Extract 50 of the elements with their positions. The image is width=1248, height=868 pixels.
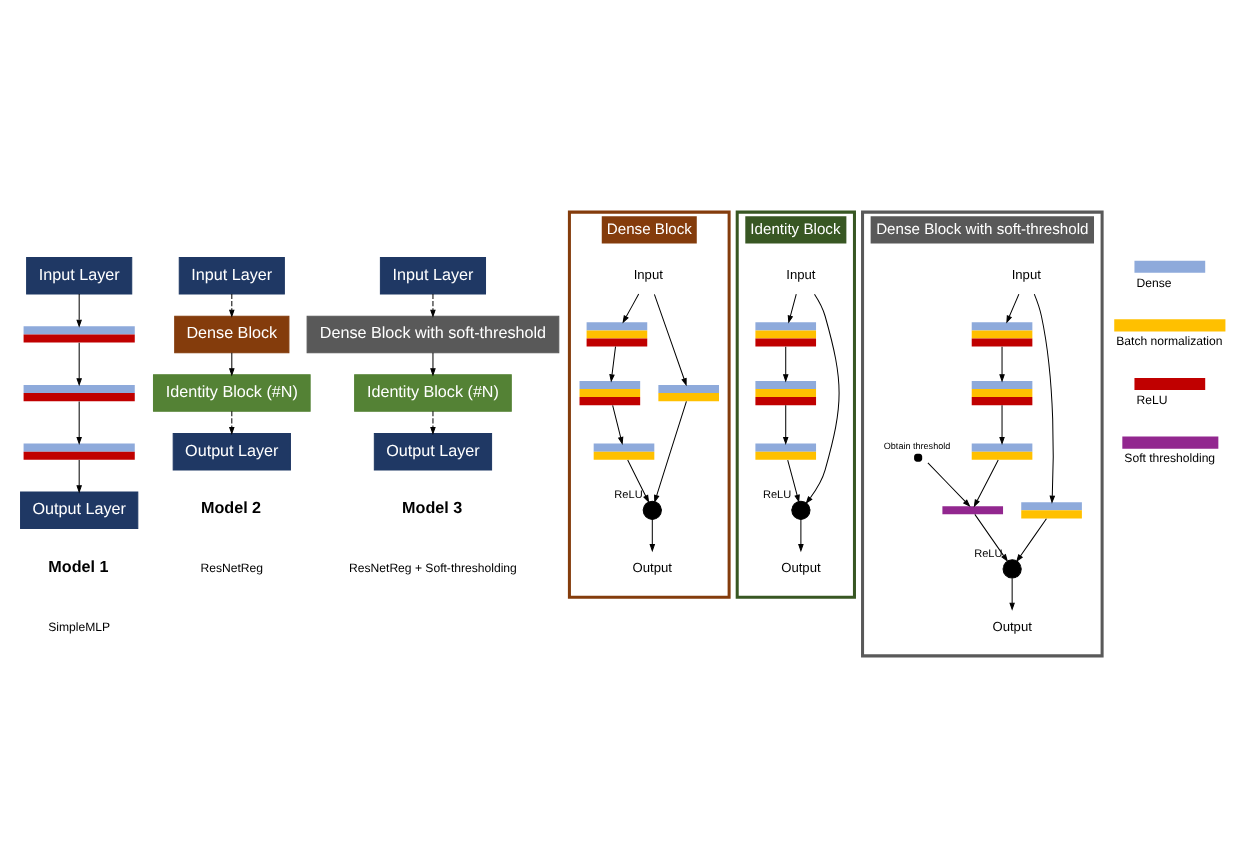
arrow: [430, 352, 436, 377]
node-box: Identity Block (#N): [152, 374, 311, 412]
node-circle: [914, 453, 923, 462]
arrow: [430, 410, 436, 435]
arrow: [76, 400, 82, 445]
node-bar: [942, 506, 1004, 515]
arrow: [782, 346, 789, 383]
arrow: [228, 352, 235, 377]
arrow: [653, 293, 687, 387]
arrow: [430, 293, 436, 318]
arrow: [1033, 293, 1056, 504]
arrow: [654, 400, 687, 503]
node-box: Input Layer: [379, 257, 487, 295]
arrow: [76, 342, 82, 387]
arrow: [787, 459, 800, 503]
arrow: [1006, 293, 1020, 324]
arrow: [782, 404, 789, 445]
arrow: [76, 293, 82, 328]
arrow: [974, 513, 1009, 563]
node-box: Output Layer: [20, 491, 139, 529]
node-box: Output Layer: [172, 433, 291, 471]
node-box: Input Layer: [178, 257, 285, 295]
arrow: [228, 293, 235, 318]
arrow: [999, 346, 1005, 383]
label: Model 1: [48, 557, 109, 576]
arrow: [609, 346, 617, 383]
arrow: [627, 459, 650, 504]
node-box: Dense Block with soft-threshold: [306, 315, 560, 354]
arrow: [787, 293, 797, 324]
node-box: Input Layer: [26, 257, 133, 295]
arrow: [649, 519, 656, 553]
arrow: [76, 459, 82, 494]
label: Model 2: [200, 499, 262, 518]
arrow: [622, 293, 640, 324]
arrow: [228, 410, 235, 435]
arrow: [805, 293, 840, 505]
node-box: Identity Block (#N): [354, 374, 512, 412]
label: Model 3: [402, 499, 463, 518]
node-box: Output Layer: [373, 433, 493, 471]
arrow: [927, 462, 971, 508]
arrow: [798, 519, 804, 553]
node-circle: [642, 500, 662, 520]
node-box: Dense Block: [174, 315, 290, 354]
arrow: [612, 404, 624, 445]
arrow: [973, 459, 999, 508]
arrow: [1009, 577, 1015, 611]
arrow: [999, 404, 1005, 445]
node-circle: [791, 500, 811, 520]
node-circle: [1002, 559, 1022, 579]
arrow: [1016, 518, 1047, 563]
